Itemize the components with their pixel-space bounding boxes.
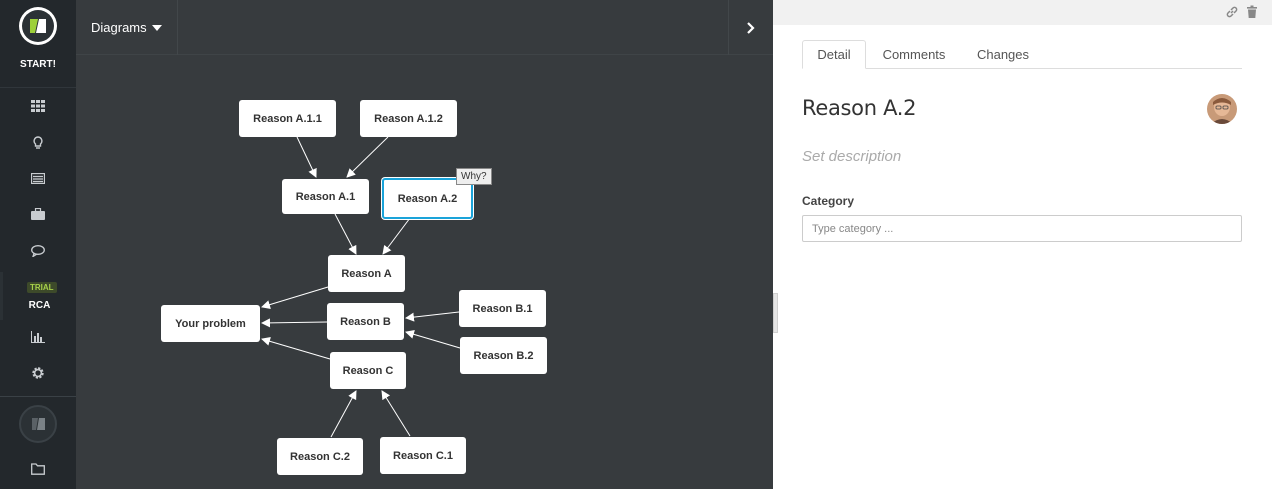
trial-badge: TRIAL bbox=[27, 282, 57, 293]
logo-mark bbox=[22, 10, 54, 42]
rca-label: RCA bbox=[28, 300, 51, 311]
node-reason-c[interactable]: Reason C bbox=[330, 352, 406, 389]
chat-icon[interactable] bbox=[28, 241, 48, 261]
tab-detail[interactable]: Detail bbox=[802, 40, 866, 69]
rca-nav-item[interactable]: TRIAL RCA bbox=[0, 272, 76, 320]
node-reason-a-1-2[interactable]: Reason A.1.2 bbox=[360, 100, 457, 137]
node-reason-b-1[interactable]: Reason B.1 bbox=[459, 290, 546, 327]
sidebar-divider bbox=[0, 87, 76, 88]
node-reason-a-1-1[interactable]: Reason A.1.1 bbox=[239, 100, 336, 137]
grid-icon[interactable] bbox=[28, 96, 48, 116]
bar-chart-icon[interactable] bbox=[28, 327, 48, 347]
detail-tabs: Detail Comments Changes bbox=[802, 40, 1242, 69]
user-avatar[interactable] bbox=[1207, 94, 1237, 124]
start-label[interactable]: START! bbox=[20, 59, 56, 70]
category-input[interactable] bbox=[802, 215, 1242, 242]
tab-comments[interactable]: Comments bbox=[882, 47, 946, 62]
diagrams-dropdown[interactable]: Diagrams bbox=[76, 0, 178, 55]
link-icon[interactable] bbox=[1225, 5, 1239, 19]
chevron-right-icon bbox=[747, 21, 755, 34]
description-field[interactable]: Set description bbox=[802, 148, 902, 165]
node-reason-b[interactable]: Reason B bbox=[327, 303, 404, 340]
node-reason-a-1[interactable]: Reason A.1 bbox=[282, 179, 369, 214]
lightbulb-icon[interactable] bbox=[28, 132, 48, 152]
canvas-toolbar: Diagrams bbox=[76, 0, 773, 55]
user-logo-button[interactable] bbox=[19, 405, 57, 443]
panel-header-bar bbox=[773, 0, 1272, 25]
caret-down-icon bbox=[151, 25, 162, 31]
category-label: Category bbox=[802, 194, 855, 208]
folder-icon[interactable] bbox=[28, 459, 48, 479]
node-your-problem[interactable]: Your problem bbox=[161, 305, 260, 342]
node-reason-b-2[interactable]: Reason B.2 bbox=[460, 337, 547, 374]
sidebar-divider bbox=[0, 396, 76, 397]
trash-icon[interactable] bbox=[1245, 5, 1259, 19]
node-reason-a[interactable]: Reason A bbox=[328, 255, 405, 292]
panel-resize-handle[interactable] bbox=[773, 293, 778, 333]
node-reason-c-1[interactable]: Reason C.1 bbox=[380, 437, 466, 474]
diagram-canvas[interactable]: Diagrams bbox=[76, 0, 773, 489]
collapse-panel-button[interactable] bbox=[728, 0, 773, 55]
node-reason-c-2[interactable]: Reason C.2 bbox=[277, 438, 363, 475]
briefcase-icon[interactable] bbox=[28, 204, 48, 224]
item-title[interactable]: Reason A.2 bbox=[802, 96, 917, 120]
list-icon[interactable] bbox=[28, 168, 48, 188]
detail-panel: Detail Comments Changes Reason A.2 Set d… bbox=[773, 0, 1272, 489]
app-logo[interactable] bbox=[19, 7, 57, 45]
gear-icon[interactable] bbox=[28, 363, 48, 383]
diagrams-label: Diagrams bbox=[91, 20, 147, 35]
why-button[interactable]: Why? bbox=[456, 168, 492, 185]
tab-changes[interactable]: Changes bbox=[976, 47, 1030, 62]
app-sidebar: START! TRIAL RCA bbox=[0, 0, 76, 489]
